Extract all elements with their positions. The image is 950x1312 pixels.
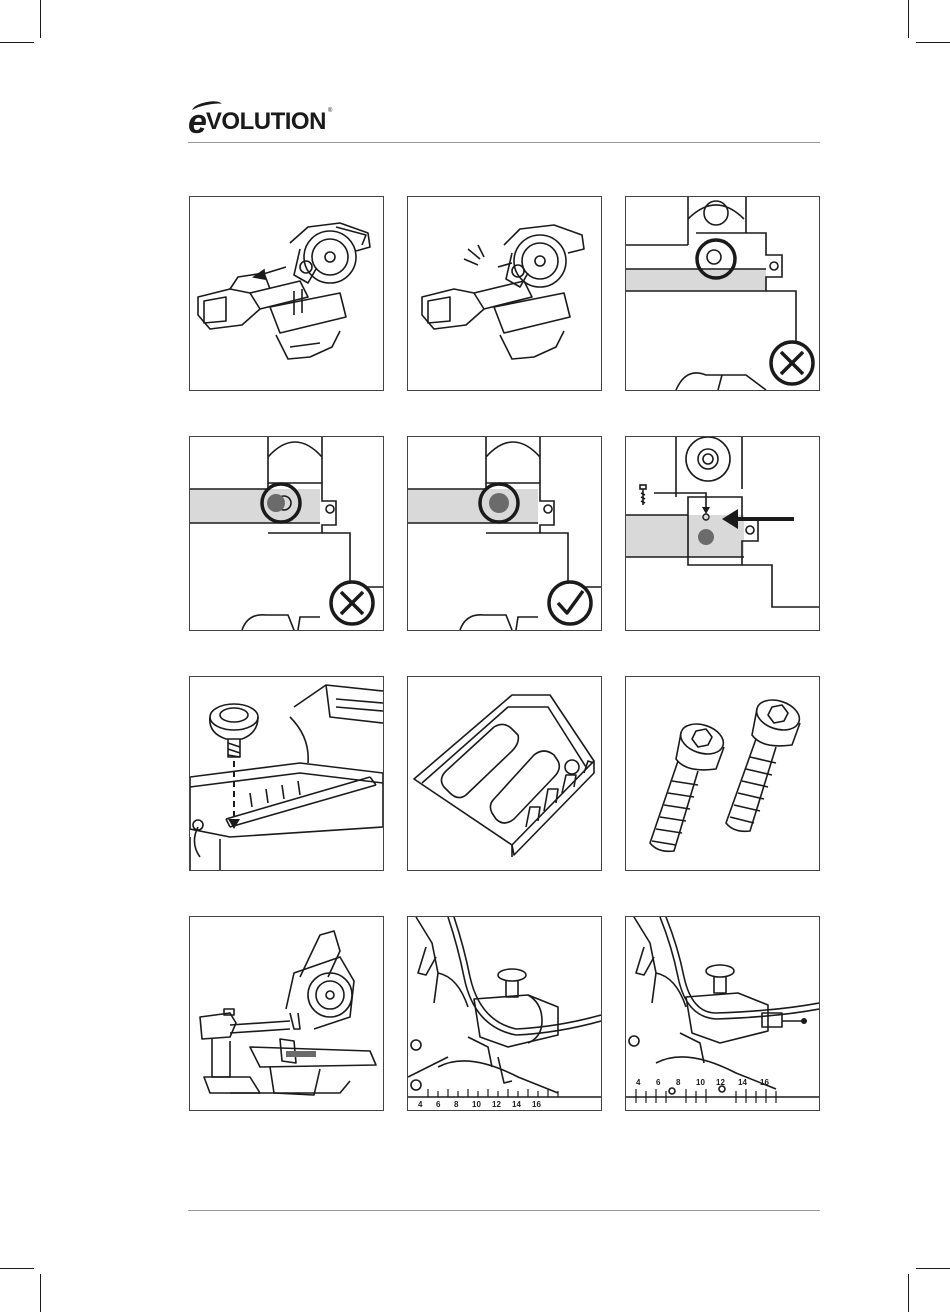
scale-number: 8 — [676, 1078, 681, 1087]
figure-5-pin-aligned — [407, 436, 602, 631]
scale-number: 4 — [636, 1078, 641, 1087]
scale-number: 4 — [418, 1100, 423, 1109]
saw-click-lock-icon — [408, 197, 601, 390]
figure-9-bolts — [625, 676, 820, 871]
figure-10-saw-side — [189, 916, 384, 1111]
figure-11-dust-bag-tube: 4 6 8 10 12 14 16 — [407, 916, 602, 1111]
knob-into-table-slot-icon — [190, 677, 383, 870]
screw-into-hole-arrow-icon — [626, 437, 819, 630]
scale-number: 10 — [472, 1100, 481, 1109]
pin-misaligned-cross-icon — [626, 197, 819, 390]
pin-partial-cross-icon — [190, 437, 383, 630]
figure-7-knob-insert — [189, 676, 384, 871]
scale-number: 8 — [454, 1100, 459, 1109]
figure-6-screw-insert — [625, 436, 820, 631]
logo-trademark: ® — [328, 108, 332, 114]
crop-mark — [0, 1268, 34, 1269]
crop-mark — [908, 0, 909, 38]
footer-rule — [188, 1210, 820, 1211]
saw-head-slide-arrow-icon — [190, 197, 383, 390]
scale-number: 10 — [696, 1078, 705, 1087]
dust-bag-tube-clip-scale-icon: 4 6 8 10 12 14 16 — [626, 917, 819, 1110]
figure-1-saw-slide — [189, 196, 384, 391]
crop-mark — [916, 42, 950, 43]
crop-mark — [40, 1274, 41, 1312]
pin-aligned-check-icon — [408, 437, 601, 630]
scale-number: 14 — [738, 1078, 747, 1087]
scale-number: 6 — [656, 1078, 661, 1087]
saw-side-view-icon — [190, 917, 383, 1110]
figure-3-pin-misaligned — [625, 196, 820, 391]
scale-number: 16 — [760, 1078, 769, 1087]
figure-2-saw-lock — [407, 196, 602, 391]
crop-mark — [908, 1274, 909, 1312]
crop-mark — [40, 0, 41, 38]
dust-bag-tube-scale-icon: 4 6 8 10 12 14 16 — [408, 917, 601, 1110]
crop-mark — [916, 1268, 950, 1269]
figure-12-dust-bag-clip: 4 6 8 10 12 14 16 — [625, 916, 820, 1111]
crop-mark — [0, 42, 34, 43]
figure-8-dust-plate — [407, 676, 602, 871]
scale-number: 6 — [436, 1100, 441, 1109]
scale-number: 16 — [532, 1100, 541, 1109]
two-hex-bolts-icon — [626, 677, 819, 870]
header-rule — [188, 142, 820, 143]
figure-4-pin-partial — [189, 436, 384, 631]
scale-number: 12 — [492, 1100, 501, 1109]
evolution-logo: e VOLUTION ® — [188, 104, 332, 136]
dust-plate-icon — [408, 677, 601, 870]
scale-number: 12 — [716, 1078, 725, 1087]
scale-number: 14 — [512, 1100, 521, 1109]
logo-wordmark: VOLUTION — [206, 110, 326, 134]
